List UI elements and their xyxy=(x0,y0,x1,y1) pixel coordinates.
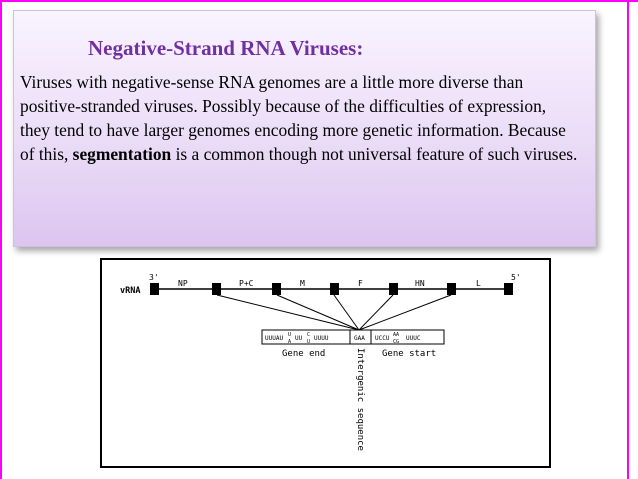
genome-diagram: vRNA 3' 5' NP P+C M F HN L UUUAU U A UU … xyxy=(100,258,551,468)
gene-label-np: NP xyxy=(178,279,188,288)
seq-a-bottom: A xyxy=(288,339,291,345)
gene-start-label: Gene start xyxy=(382,349,436,359)
five-prime-label: 5' xyxy=(511,273,521,282)
paragraph-part1: Viruses with negative-sense RNA genomes … xyxy=(20,72,566,164)
junction-block-1 xyxy=(150,283,159,295)
connector-line-4 xyxy=(358,294,394,331)
connector-line-3 xyxy=(333,294,360,331)
text-box xyxy=(13,10,596,247)
seq-uccu: UCCU xyxy=(375,335,390,342)
gene-label-pc: P+C xyxy=(239,279,254,288)
seq-uu: UU xyxy=(295,335,303,342)
vrna-label: vRNA xyxy=(120,286,140,296)
seq-u-bottom: U xyxy=(307,339,310,345)
junction-block-2 xyxy=(212,283,221,295)
junction-block-6 xyxy=(447,283,456,295)
junction-block-7 xyxy=(504,283,513,295)
three-prime-label: 3' xyxy=(149,273,159,282)
gene-label-hn: HN xyxy=(415,279,425,288)
connector-line-5 xyxy=(358,294,452,331)
junction-block-5 xyxy=(389,283,398,295)
seq-uuuu: UUUU xyxy=(314,335,329,342)
sequence-box xyxy=(261,329,445,345)
slide-paragraph: Viruses with negative-sense RNA genomes … xyxy=(20,70,580,166)
paragraph-bold-term: segmentation xyxy=(72,144,172,164)
genome-svg: vRNA 3' 5' NP P+C M F HN L UUUAU U A UU … xyxy=(120,273,521,451)
seq-gaa: GAA xyxy=(354,335,365,342)
intergenic-sequence-label: Intergenic sequence xyxy=(355,348,365,451)
right-accent-line xyxy=(627,0,629,479)
junction-block-3 xyxy=(272,283,281,295)
seq-uuuau: UUUAU xyxy=(265,335,283,342)
seq-c-top: C xyxy=(307,332,310,338)
seq-u-top: U xyxy=(288,332,291,338)
top-accent-line xyxy=(0,0,638,2)
seq-cg-bottom: CG xyxy=(393,339,399,345)
gene-label-f: F xyxy=(358,279,363,288)
gene-label-l: L xyxy=(476,279,481,288)
slide-title: Negative-Strand RNA Viruses: xyxy=(88,36,364,60)
seq-aa-top: AA xyxy=(393,332,399,338)
gene-label-m: M xyxy=(300,279,305,288)
left-accent-line xyxy=(0,0,2,479)
junction-block-4 xyxy=(330,283,339,295)
seq-uuuc: UUUC xyxy=(406,335,421,342)
connector-line-2 xyxy=(276,294,360,331)
gene-end-label: Gene end xyxy=(282,349,325,359)
connector-line-1 xyxy=(216,294,360,331)
paragraph-part2: is a common though not universal feature… xyxy=(175,144,578,164)
